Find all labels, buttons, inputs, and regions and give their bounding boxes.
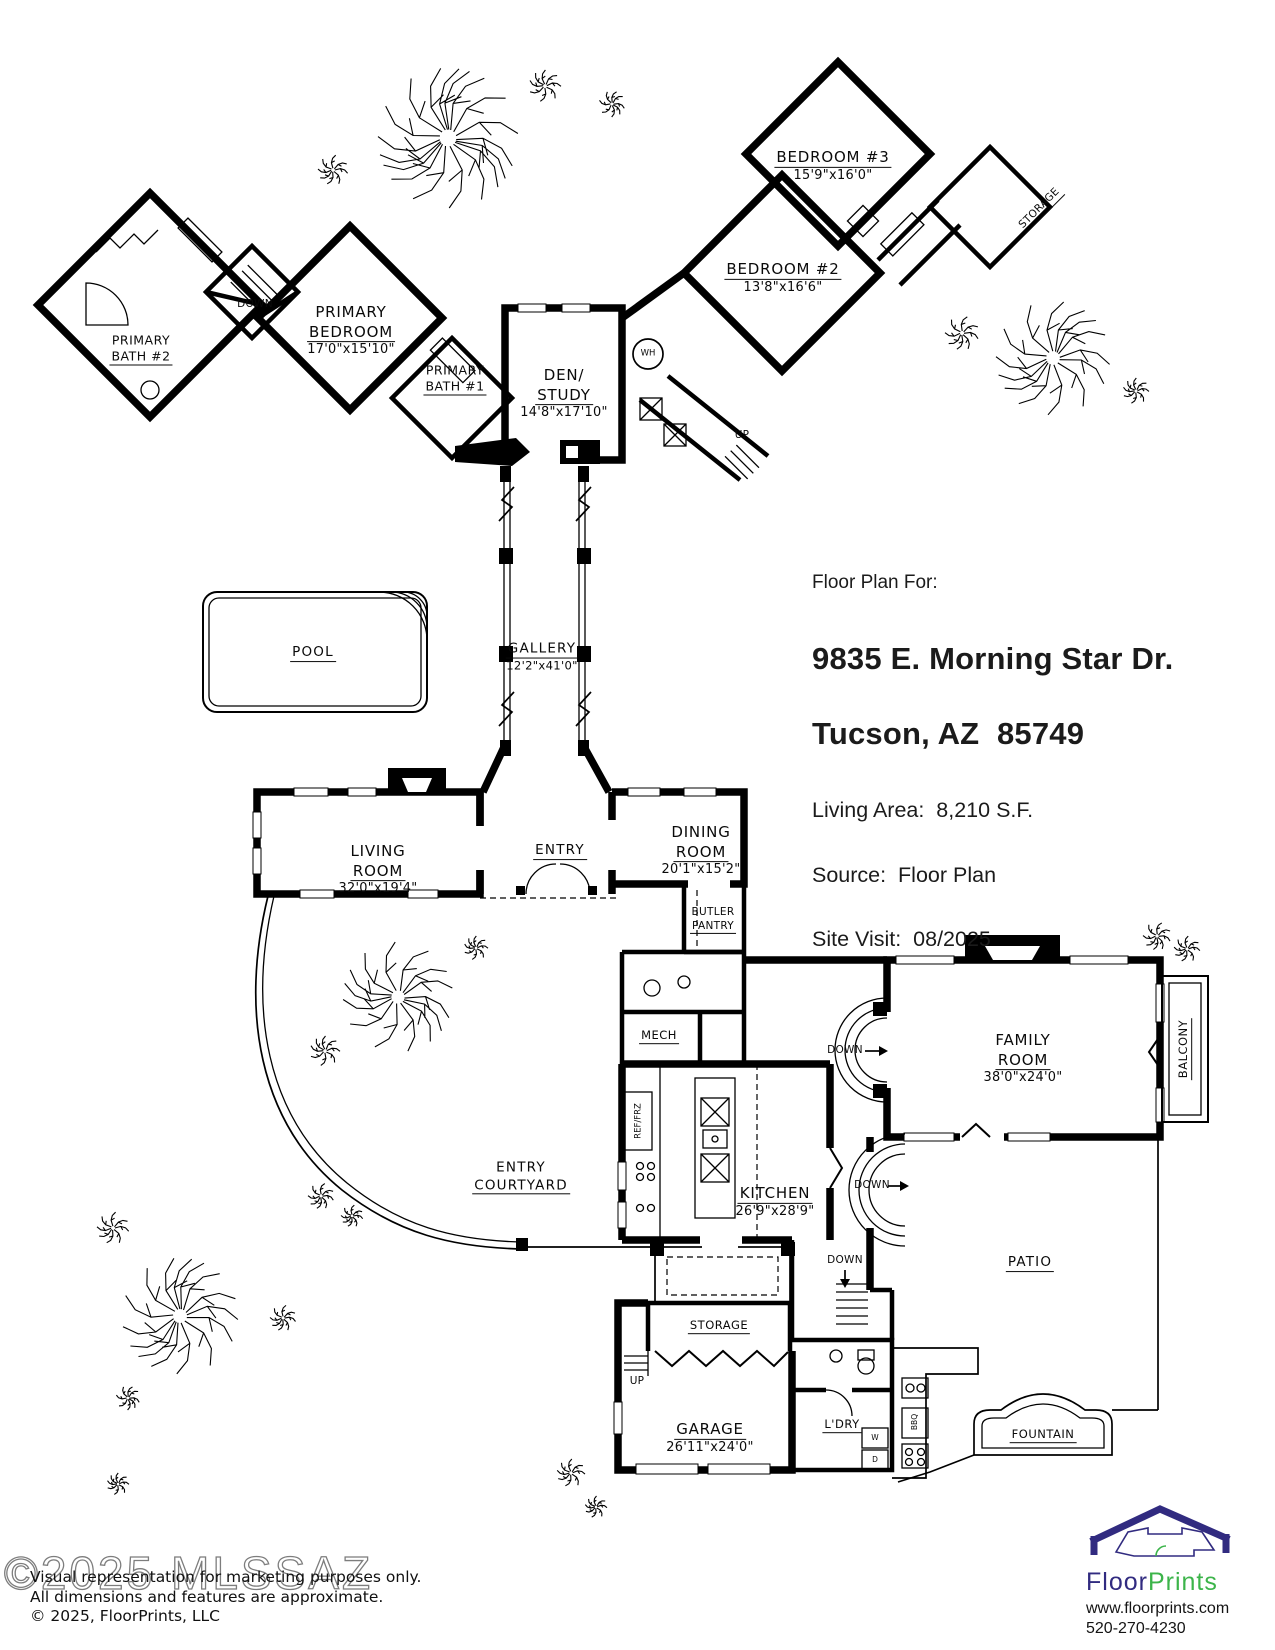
mls-watermark: ©2025 MLSSAZ [3,1546,374,1599]
room-label-butler-pantry: BUTLER PANTRY [690,906,736,935]
balcony-shape [1161,975,1209,1123]
room-label-family-room: FAMILY ROOM 38'0"x24'0" [983,1031,1063,1086]
room-label-laundry: L'DRY [822,1417,862,1433]
up-label-garage-stairs: UP [629,1375,645,1388]
address-line-1: 9835 E. Morning Star Dr. [812,641,1174,676]
tree-icons [96,68,1201,1518]
pool-shape [202,591,428,713]
floorprints-logo: FloorPrints www.floorprints.com 520-270-… [1086,1500,1266,1638]
bbq-label: BBQ [910,1413,920,1431]
water-heater-label: WH [640,348,656,359]
disclaimer-line-3: © 2025, FloorPrints, LLC [30,1607,220,1625]
dryer-label: D [872,1455,878,1465]
fireplaces [388,768,1060,1098]
down-label-family-stairs: DOWN [827,1044,863,1057]
washer-label: W [871,1433,879,1443]
title-intro: Floor Plan For: [812,572,938,593]
wall-openings [476,820,1004,1244]
down-label-kitchen-stairs: DOWN [854,1179,890,1192]
floorprints-phone: 520-270-4230 [1086,1620,1186,1637]
room-label-living-room: LIVING ROOM 32'0"x19'4" [338,842,418,897]
courtyard-wall [254,895,651,1251]
room-label-balcony: BALCONY [1176,1017,1192,1081]
room-label-bedroom-3: BEDROOM #3 15'9"x16'0" [774,147,892,183]
room-label-dining-room: DINING ROOM 20'1"x15'2" [661,823,741,878]
room-label-patio: PATIO [1005,1254,1055,1272]
down-label-primary-stairs: DOWN [237,298,273,311]
fridge-label: REF/FRZ [633,1103,644,1139]
room-label-garage: GARAGE 26'11"x24'0" [666,1419,754,1455]
room-label-primary-bedroom: PRIMARY BEDROOM 17'0"x15'10" [307,303,395,358]
room-label-entry: ENTRY [533,842,587,860]
room-label-bedroom-2: BEDROOM #2 13'8"x16'6" [724,259,842,295]
floorprints-website: www.floorprints.com [1086,1600,1230,1617]
room-label-primary-bath-2: PRIMARY BATH #2 [109,332,173,366]
pool-label: POOL [290,644,336,662]
windows [252,787,1165,1475]
disclaimer-line-1: Visual representation for marketing purp… [30,1568,422,1586]
room-label-gallery: GALLERY 12'2"x41'0" [505,640,579,673]
patio-details [892,1137,1159,1483]
disclaimer-line-2: All dimensions and features are approxim… [30,1587,384,1606]
title-block: Floor Plan For: 9835 E. Morning Star Dr.… [812,536,1173,990]
site-visit: Site Visit: 08/2025 [812,927,991,951]
garage-details [624,1349,889,1471]
porch [650,1242,795,1304]
room-label-mech: MECH [639,1028,679,1044]
interior-details [480,863,1161,1325]
source: Source: Floor Plan [812,862,997,887]
room-label-kitchen: KITCHEN 26'9"x28'9" [735,1183,815,1219]
address-line-2: Tucson, AZ 85749 [812,716,1085,751]
room-label-entry-courtyard: ENTRY COURTYARD [472,1159,570,1195]
room-label-storage-garage: STORAGE [687,1318,751,1334]
fountain-label: FOUNTAIN [1009,1427,1077,1443]
room-label-primary-bath-1: PRIMARY BATH #1 [423,362,487,396]
disclaimer-text: Visual representation for marketing purp… [30,1568,421,1627]
upper-wing-walls [32,56,1054,482]
down-label-hall-stairs: DOWN [827,1254,863,1267]
floorprints-brand: FloorPrints [1086,1568,1218,1596]
room-label-den-study: DEN/ STUDY 14'8"x17'10" [520,366,608,421]
up-label-bedroom-wing: UP [734,429,750,442]
upper-wing-details [85,204,925,480]
gallery-walls [498,466,592,756]
living-area: Living Area: 8,210 S.F. [812,798,1034,822]
floorprints-roof-icon [1089,1505,1231,1557]
